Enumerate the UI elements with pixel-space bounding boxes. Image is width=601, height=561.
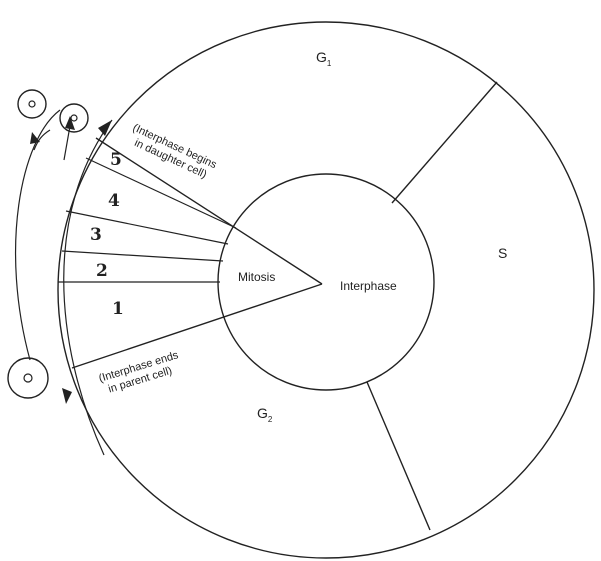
wedge-bottom-line bbox=[71, 283, 323, 369]
stage-divider-4-3 bbox=[65, 210, 229, 245]
daughter-cell-icon-2 bbox=[59, 103, 89, 133]
label-g1: G1 bbox=[316, 49, 332, 68]
stage-number-5: 5 bbox=[110, 150, 122, 170]
outer-circle bbox=[57, 21, 595, 559]
label-g2: G2 bbox=[257, 405, 273, 424]
left-arc bbox=[15, 109, 61, 361]
stage-divider-5-top bbox=[85, 157, 237, 229]
split-arrow-right-head bbox=[65, 116, 75, 130]
label-mitosis: Mitosis bbox=[238, 270, 275, 284]
lower-arrow-head bbox=[62, 388, 72, 404]
daughter-cell-icon-1 bbox=[17, 89, 47, 119]
parent-cell-icon bbox=[7, 357, 49, 399]
divider-g1-s bbox=[391, 81, 498, 204]
stage-number-1: 1 bbox=[112, 299, 124, 319]
outer-arrow-head bbox=[98, 120, 112, 136]
outer-arrow bbox=[63, 119, 113, 456]
annotation-interphase-ends: (Interphase ends in parent cell) bbox=[97, 349, 180, 395]
label-s: S bbox=[498, 245, 507, 261]
divider-s-g2 bbox=[366, 381, 431, 531]
annotation-interphase-begins: (Interphase begins in daughter cell) bbox=[131, 122, 219, 181]
split-arrow-left bbox=[33, 129, 51, 151]
stage-divider-3-2 bbox=[61, 250, 224, 262]
label-interphase: Interphase bbox=[340, 279, 397, 293]
wedge-top-line bbox=[95, 137, 323, 285]
stage-number-3: 3 bbox=[90, 225, 102, 245]
stage-number-2: 2 bbox=[96, 261, 108, 281]
stage-number-4: 4 bbox=[108, 191, 120, 211]
split-arrow-left-head bbox=[30, 132, 40, 144]
